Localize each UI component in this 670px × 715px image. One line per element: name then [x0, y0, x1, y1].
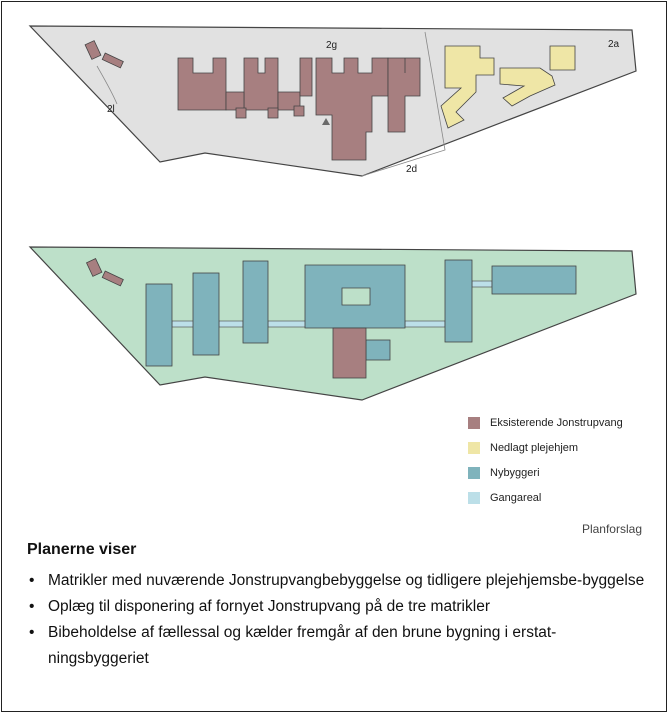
plot-label-2g: 2g: [326, 40, 337, 51]
site-plans: 2g 2a 2l 2d: [28, 25, 637, 401]
list-item: Oplæg til disponering af fornyet Jonstru…: [27, 594, 647, 620]
legend-swatch-walkway: [468, 491, 480, 504]
new-building: [145, 259, 577, 367]
retained-building: [332, 327, 367, 379]
legend-item: Eksisterende Jonstrupvang: [468, 410, 623, 435]
outbuilding: [85, 258, 103, 277]
north-arrow-marker: [322, 118, 330, 125]
legend-item: Gangareal: [468, 485, 623, 510]
legend-swatch-new-building: [468, 466, 480, 479]
section-heading: Planerne viser: [27, 541, 137, 558]
legend-item: Nybyggeri: [468, 460, 623, 485]
outbuilding: [84, 40, 102, 60]
plot-boundary-line: [361, 31, 446, 177]
legend: Eksisterende Jonstrupvang Nedlagt plejeh…: [468, 410, 623, 510]
legend-item: Nedlagt plejehjem: [468, 435, 623, 460]
legend-label: Gangareal: [490, 491, 542, 504]
list-item: Bibeholdelse af fællessal og kælder frem…: [27, 620, 647, 672]
former-nursing-home-building: [440, 45, 576, 129]
outbuilding: [101, 52, 124, 69]
plot-label-2a: 2a: [608, 39, 620, 50]
bullet-list: Matrikler med nuværende Jonstrupvangbeby…: [27, 568, 647, 672]
legend-label: Nedlagt plejehjem: [490, 441, 579, 454]
legend-swatch-former-nursing-home: [468, 441, 480, 454]
plot-boundary-line: [96, 65, 118, 105]
plot-label-2l: 2l: [107, 104, 115, 115]
existing-jonstrupvang-building: [177, 57, 421, 161]
outbuilding: [101, 270, 124, 287]
list-item: Matrikler med nuværende Jonstrupvangbeby…: [27, 568, 647, 594]
legend-label: Eksisterende Jonstrupvang: [490, 416, 623, 429]
legend-swatch-existing: [468, 416, 480, 429]
legend-label: Nybyggeri: [490, 466, 540, 479]
plot-label-2d: 2d: [406, 164, 417, 175]
proposal-site-plan: [28, 246, 637, 401]
existing-site-plan: 2g 2a 2l 2d: [28, 25, 637, 177]
figure-caption: Planforslag: [581, 522, 642, 536]
